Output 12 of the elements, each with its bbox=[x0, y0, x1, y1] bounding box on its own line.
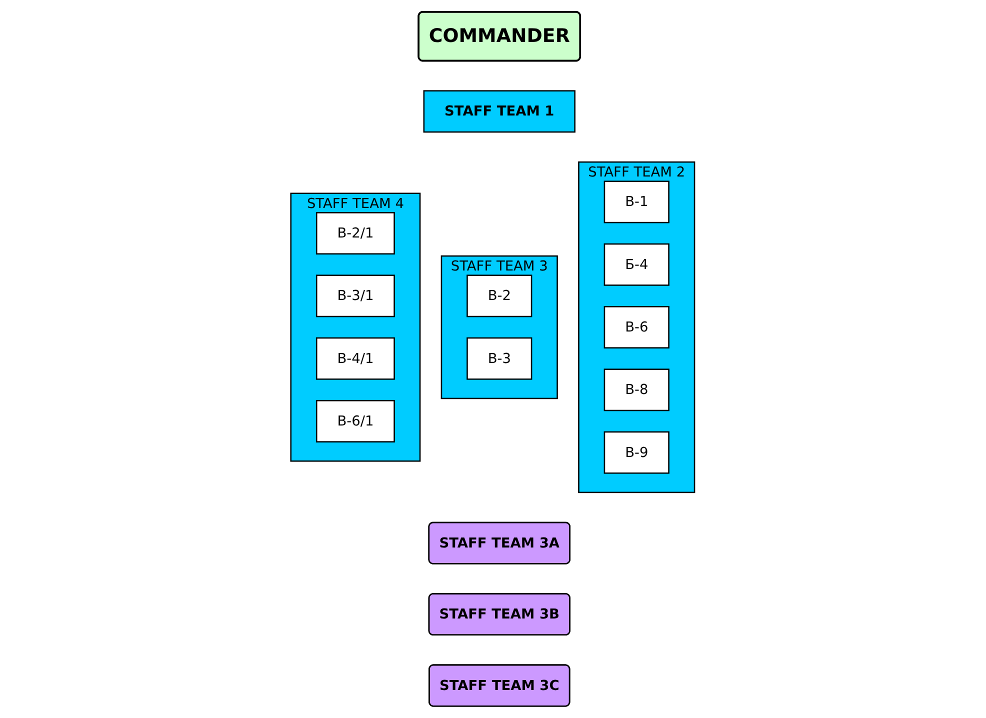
node-box: В-9 bbox=[604, 431, 670, 474]
node-box: В-2 bbox=[466, 274, 532, 318]
node-box: В-1 bbox=[604, 180, 670, 224]
node-box: В-3 bbox=[466, 337, 532, 380]
node-box: В-4/1 bbox=[316, 337, 396, 380]
node-box: В-3/1 bbox=[316, 274, 396, 318]
node-box: Б-4 bbox=[604, 243, 670, 286]
node-box: В-8 bbox=[604, 368, 670, 412]
node-box: В-6 bbox=[604, 306, 670, 348]
node-box: STAFF TEAM 1 bbox=[424, 90, 576, 133]
node-box: В-6/1 bbox=[316, 400, 396, 442]
node-box: В-2/1 bbox=[316, 212, 396, 254]
